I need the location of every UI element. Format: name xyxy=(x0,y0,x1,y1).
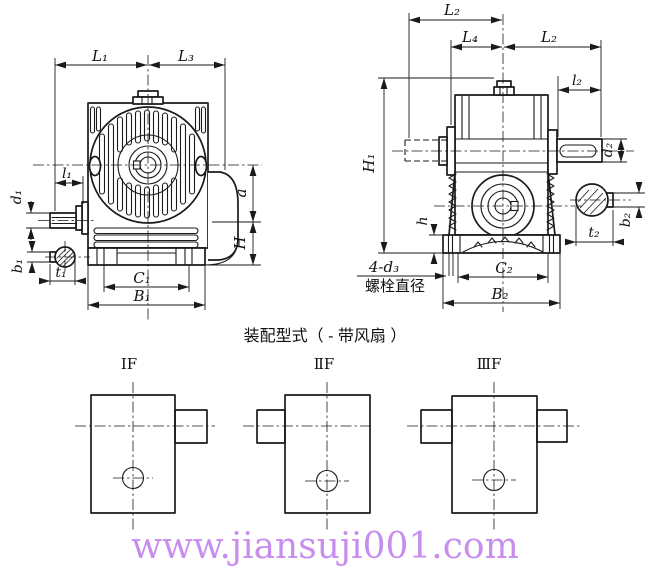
variant-2F-diagram: ⅡF xyxy=(243,355,372,530)
dim-label-t1: t₁ xyxy=(55,265,66,281)
side-base xyxy=(442,234,561,254)
dim-label-b1: b₁ xyxy=(10,259,26,274)
dim-label-C2: C₂ xyxy=(495,259,513,277)
dim-label-B1: B₁ xyxy=(132,287,150,305)
dim-label-h: h xyxy=(415,216,431,225)
cooling-fins xyxy=(98,109,196,219)
dim-label-B2: B₂ xyxy=(490,285,508,303)
dim-label-d1: d₁ xyxy=(9,190,25,205)
assembly-type-note: 装配型式（ - 带风扇 ） xyxy=(244,327,407,345)
dim-label-L2-right: L₂ xyxy=(540,28,557,46)
dim-label-L1: L₁ xyxy=(91,47,108,65)
dim-label-L4: L₄ xyxy=(461,28,478,46)
watermark-url: www.jiansuji001.com xyxy=(131,526,518,567)
dim-label-H: H xyxy=(231,236,249,251)
dim-label-C1: C₁ xyxy=(133,269,151,287)
variant-3F-label: ⅢF xyxy=(477,355,502,373)
dim-label-d2: d₂ xyxy=(600,142,616,157)
side-dimensions xyxy=(357,13,645,309)
variant-1F-label: ⅠF xyxy=(121,355,137,373)
dim-label-L3: L₃ xyxy=(177,47,194,65)
dim-label-t2: t₂ xyxy=(588,225,600,241)
variant-1F-diagram: ⅠF xyxy=(75,355,215,530)
variant-3F-diagram: ⅢF xyxy=(407,355,580,530)
side-output-shaft xyxy=(556,138,603,163)
side-view: L₂ L₄ L₂ l₂ H₁ d₂ h C₂ B₂ t₂ b₂ 4-d₃ 螺栓直… xyxy=(357,1,645,312)
front-dimensions xyxy=(26,58,261,310)
bolt-callout-count: 4-d₃ xyxy=(368,258,399,276)
front-fan-cover xyxy=(208,171,239,261)
dim-label-H1: H₁ xyxy=(360,153,378,173)
dim-label-b2: b₂ xyxy=(618,212,634,227)
dim-label-l1: l₁ xyxy=(62,166,72,182)
dim-label-l2: l₂ xyxy=(572,73,582,89)
bolt-callout-text: 螺栓直径 xyxy=(365,278,425,295)
dim-label-a: a xyxy=(232,189,250,198)
dim-label-L2-top: L₂ xyxy=(443,1,460,19)
hidden-shaft xyxy=(404,139,447,162)
front-view: L₁ L₃ l₁ d₁ b₁ t₁ C₁ B₁ a H xyxy=(9,47,262,320)
variant-2F-label: ⅡF xyxy=(314,355,335,373)
front-base xyxy=(87,247,206,266)
